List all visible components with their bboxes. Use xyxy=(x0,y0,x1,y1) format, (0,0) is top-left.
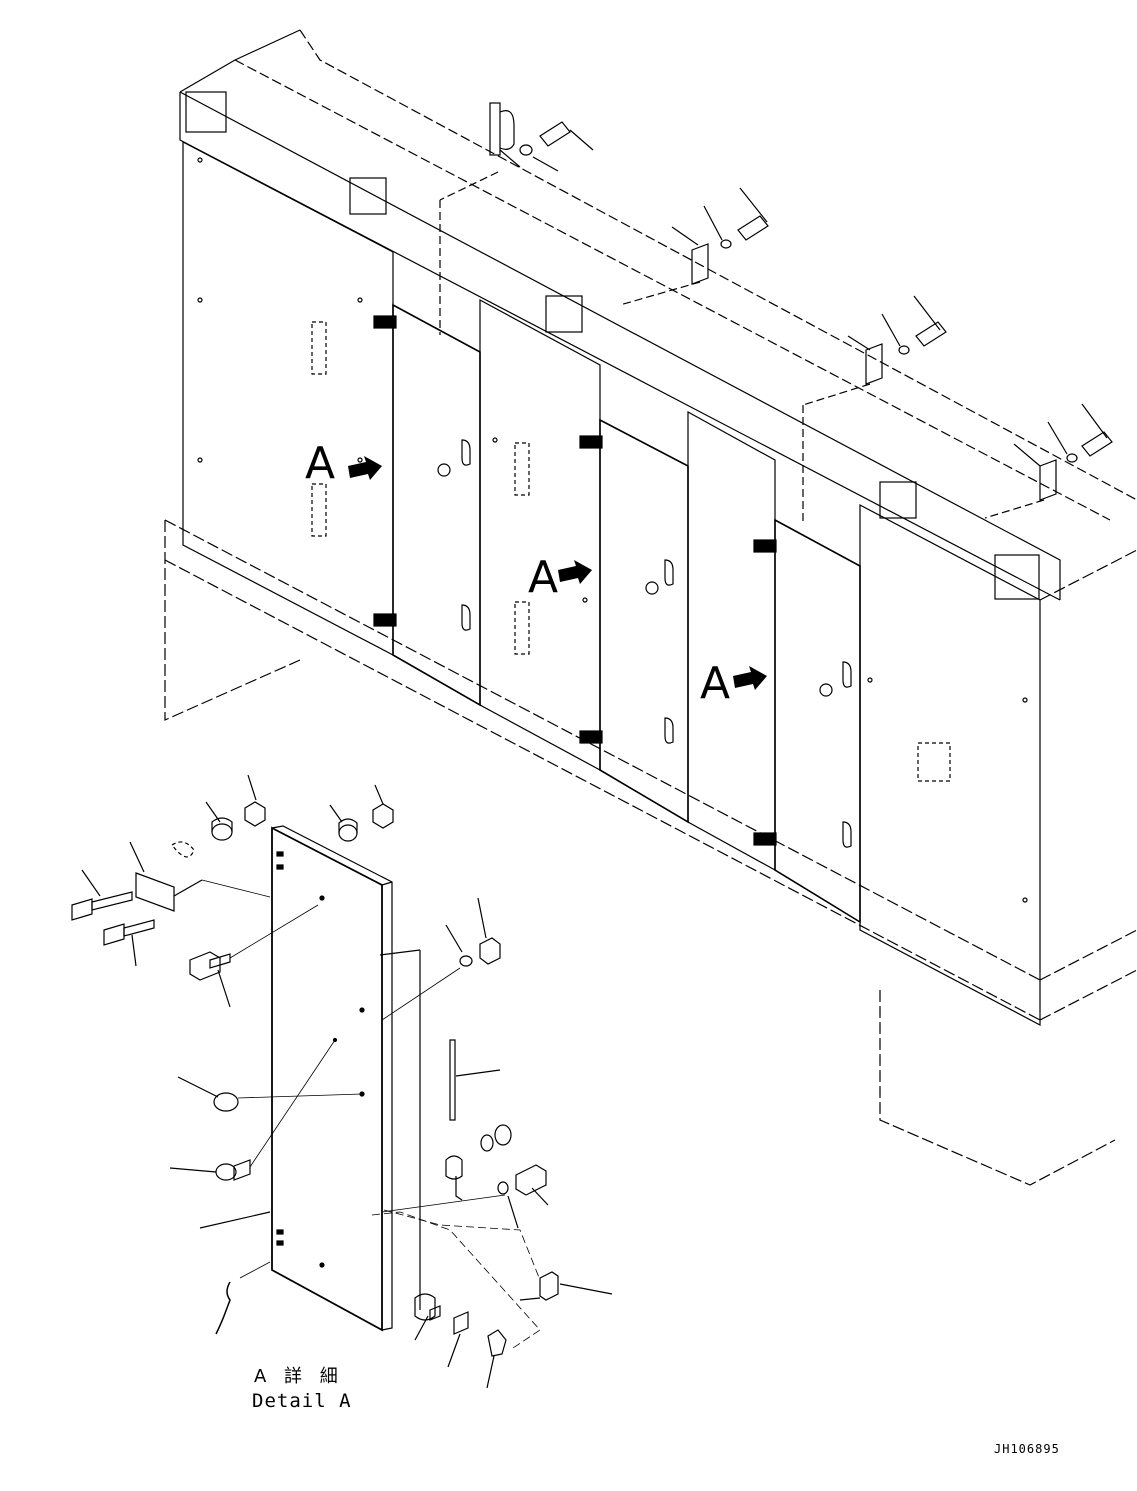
view-marker-a-2: A xyxy=(528,552,559,603)
arrow-icon xyxy=(348,456,382,480)
detail-label-english: Detail A xyxy=(252,1390,352,1412)
view-marker-a-1: A xyxy=(305,438,336,489)
door-1 xyxy=(392,303,481,707)
frame-assembly xyxy=(164,29,1137,1186)
top-hardware xyxy=(439,102,1113,525)
door-3 xyxy=(774,518,861,924)
installed-doors xyxy=(373,303,861,924)
arrow-icon xyxy=(558,560,592,584)
door-panel xyxy=(271,826,383,1332)
arrow-icon xyxy=(733,666,767,690)
drawing-number: JH106895 xyxy=(994,1442,1060,1456)
detail-a-exploded-view xyxy=(71,774,613,1389)
detail-label-japanese: A 詳 細 xyxy=(254,1366,344,1387)
view-arrows xyxy=(348,456,767,690)
door-2 xyxy=(599,418,689,824)
view-marker-a-3: A xyxy=(700,658,731,709)
